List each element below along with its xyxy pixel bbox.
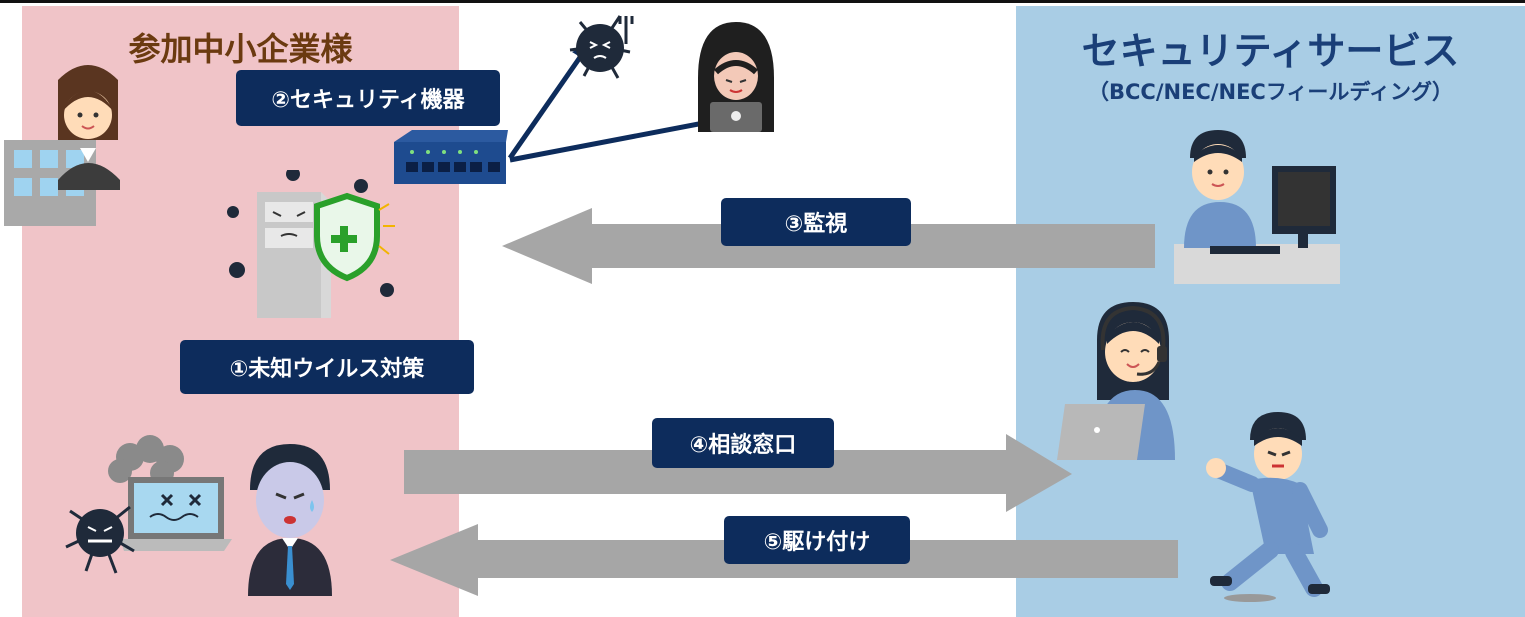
participant-panel-title: 参加中小企業様 [128,30,353,68]
security-service-title: セキュリティサービス [1081,29,1460,73]
security-service-subtitle: （BCC/NEC/NECフィールディング） [1088,80,1453,104]
unknown-virus-label: ①未知ウイルス対策 [180,340,474,394]
security-service-panel: セキュリティサービス （BCC/NEC/NECフィールディング） [1016,6,1525,617]
router-to-hacker-line [509,115,731,163]
router-icon [394,130,508,184]
router-to-virus-line [507,51,586,160]
rush-support-label: ⑤駆け付け [724,516,910,564]
consultation-arrow [404,434,1072,512]
broken-laptop-icon [65,435,232,574]
monitoring-operator-icon [1174,130,1340,284]
office-woman-icon [4,65,120,226]
monitoring-label: ③監視 [721,198,911,246]
hacker-icon [698,22,774,132]
running-technician-icon [1206,412,1330,602]
virus-icon [569,15,634,79]
call-center-operator-icon [1057,302,1175,460]
security-device-label: ②セキュリティ機器 [236,70,500,126]
consultation-label: ④相談窓口 [652,418,834,468]
worried-man-icon [248,444,332,596]
server-shield-icon [227,170,395,318]
monitoring-arrow [502,208,1155,284]
top-rule [0,0,1525,3]
